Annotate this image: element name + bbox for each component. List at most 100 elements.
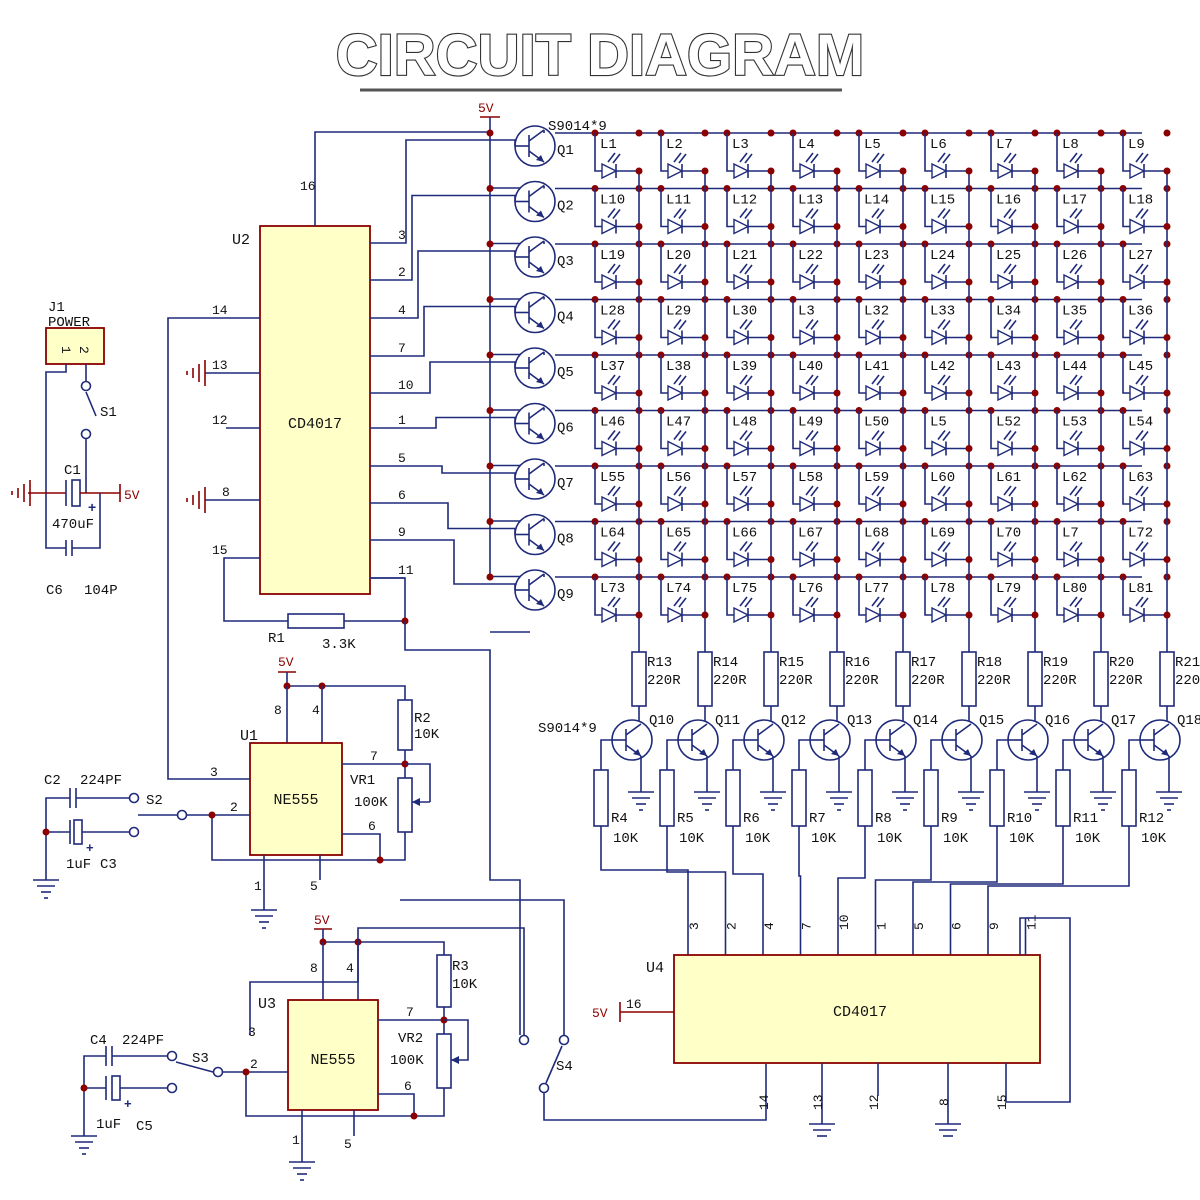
led-triangle: [667, 273, 684, 291]
led-triangle: [667, 162, 684, 180]
led: [660, 299, 705, 346]
light-arrow-icon: [876, 486, 885, 497]
junction: [1097, 167, 1105, 175]
light-arrow-icon: [942, 431, 951, 441]
led: [858, 133, 903, 180]
led-triangle: [733, 273, 750, 291]
u2-pin14-wire: [167, 317, 260, 780]
light-arrow-icon: [810, 542, 819, 552]
led-anode-wire: [594, 299, 602, 339]
junction: [635, 389, 643, 397]
light-arrow-icon: [1140, 542, 1149, 552]
c2-gnd-wire: [45, 797, 70, 880]
col-resistor-value: 220R: [911, 673, 945, 689]
col-transistor: [875, 719, 917, 761]
row-transistor-label: Q3: [557, 254, 574, 270]
led-label: L47: [666, 415, 691, 431]
light-arrow-icon: [1069, 374, 1078, 385]
u4-pin-6: 6: [950, 922, 965, 930]
u4-drive-wire: [874, 826, 932, 955]
led-label: L65: [666, 526, 691, 542]
junction: [242, 1068, 250, 1076]
u2-chip: [259, 225, 371, 595]
led-triangle: [601, 606, 618, 624]
junction: [701, 278, 709, 286]
junction: [767, 500, 775, 508]
col-resistor: [697, 651, 713, 707]
transistor-collector: [528, 406, 545, 420]
light-arrow-icon: [1008, 209, 1017, 219]
transistor-collector: [528, 517, 545, 531]
led: [858, 244, 903, 291]
junction: [833, 167, 841, 175]
light-arrow-icon: [678, 542, 687, 552]
led-anode-wire: [858, 466, 866, 505]
col-resistor-label: R18: [977, 655, 1002, 671]
light-arrow-icon: [805, 263, 814, 274]
led-triangle: [733, 162, 750, 180]
led: [1056, 355, 1101, 402]
c2-ref: C2: [44, 773, 61, 789]
light-arrow-icon: [1008, 542, 1017, 552]
junction: [899, 445, 907, 452]
led-anode-wire: [924, 466, 932, 505]
u4-pin-4: 4: [762, 922, 777, 930]
emitter-arrow-icon: [536, 155, 544, 162]
led-anode-wire: [990, 466, 998, 505]
light-arrow-icon: [1140, 375, 1149, 386]
led-anode-wire: [858, 355, 866, 394]
led: [924, 410, 969, 457]
u3-pin3: 3: [248, 1025, 256, 1040]
col-transistor: [1139, 719, 1181, 761]
led-triangle: [1063, 329, 1080, 346]
light-arrow-icon: [678, 597, 687, 608]
light-arrow-icon: [805, 430, 814, 440]
led: [594, 410, 639, 457]
led: [660, 133, 705, 180]
emitter-arrow-icon: [536, 266, 544, 273]
s3-lever: [175, 1061, 214, 1073]
junction: [1163, 556, 1171, 563]
light-arrow-icon: [810, 597, 819, 608]
base-resistor: [1055, 769, 1071, 827]
led-label: L33: [930, 304, 955, 320]
vr1-ref: VR1: [350, 773, 375, 789]
u4-pin16: 16: [626, 997, 642, 1012]
led-triangle: [601, 162, 618, 180]
j1-name: POWER: [48, 315, 91, 331]
col-transistor-label: Q17: [1111, 713, 1136, 729]
led-triangle: [1063, 162, 1080, 180]
u4-pin15: 15: [995, 1094, 1010, 1110]
j1-ref: J1: [48, 300, 65, 316]
transistor-collector: [528, 240, 545, 253]
light-arrow-icon: [1069, 541, 1078, 551]
led: [990, 244, 1035, 291]
transistor-collector: [528, 129, 545, 142]
col-resistor-value: 220R: [647, 673, 681, 689]
led-label: L43: [996, 359, 1021, 375]
led-label: L56: [666, 470, 691, 486]
light-arrow-icon: [937, 208, 946, 218]
led-triangle: [1063, 384, 1080, 402]
junction: [833, 556, 841, 563]
light-arrow-icon: [744, 320, 753, 330]
light-arrow-icon: [739, 319, 748, 329]
c3-ref: C3: [100, 857, 117, 873]
col-resistor: [1027, 651, 1043, 707]
led: [594, 466, 639, 513]
col-transistor: [1007, 719, 1049, 761]
light-arrow-icon: [805, 208, 814, 218]
light-arrow-icon: [739, 596, 748, 607]
light-arrow-icon: [739, 485, 748, 496]
row-transistor-label: Q7: [557, 476, 574, 492]
light-arrow-icon: [1140, 486, 1149, 497]
row-transistor-7: [514, 458, 556, 500]
ground-icon: [251, 909, 277, 929]
col-resistor: [1093, 651, 1109, 707]
ground-icon: [289, 1161, 315, 1181]
led-label: L77: [864, 581, 889, 597]
junction: [899, 334, 907, 341]
transistor-collector: [757, 723, 774, 736]
junction: [965, 445, 973, 452]
u3-pin6: 6: [404, 1079, 412, 1094]
